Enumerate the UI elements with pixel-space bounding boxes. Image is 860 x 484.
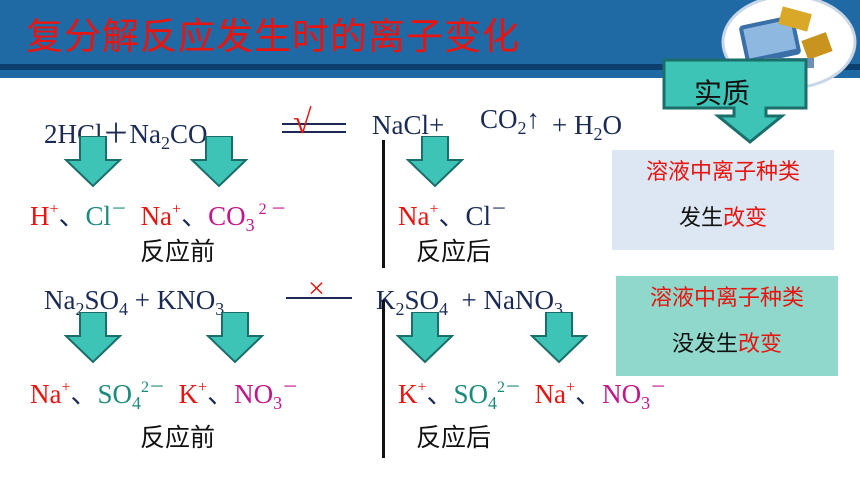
label-before-1: 反应前 bbox=[140, 237, 216, 266]
label-before-2: 反应前 bbox=[140, 423, 216, 452]
eq2-left: Na2SO4 + KNO3 bbox=[44, 285, 225, 319]
eq2-line bbox=[286, 297, 352, 299]
conclusion-box-1: 溶液中离子种类 发生改变 bbox=[612, 150, 834, 250]
down-arrow-1 bbox=[64, 136, 122, 188]
box2-line1: 溶液中离子种类 bbox=[649, 286, 804, 311]
down-arrow-7 bbox=[530, 312, 588, 364]
box1-line1: 溶液中离子种类 bbox=[645, 160, 800, 185]
eq2-right: K2SO4 + NaNO3 bbox=[376, 285, 563, 319]
title-bar-stripe bbox=[0, 64, 860, 70]
ions1-before: H+、Cl－ Na+、CO3 2 － bbox=[30, 201, 287, 235]
down-arrow-3 bbox=[406, 136, 464, 188]
conclusion-box-2: 溶液中离子种类 没发生改变 bbox=[616, 276, 838, 376]
divider-2 bbox=[382, 300, 385, 458]
slide-title: 复分解反应发生时的离子变化 bbox=[26, 15, 520, 58]
box2-line2: 没发生改变 bbox=[671, 332, 783, 357]
box1-line2: 发生改变 bbox=[678, 206, 768, 231]
eq1-equal-sign bbox=[282, 123, 346, 133]
ions2-after: K+、SO42－ Na+、NO3－ bbox=[398, 379, 667, 413]
down-arrow-2 bbox=[190, 136, 248, 188]
eq1-right-c: + H2O bbox=[552, 110, 622, 144]
eq1-right-a: NaCl+ bbox=[372, 110, 445, 140]
shizhi-callout bbox=[662, 58, 808, 144]
down-arrow-5 bbox=[206, 312, 264, 364]
ions1-after: Na+、Cl－ bbox=[398, 201, 508, 231]
ions2-before: Na+、SO42－ K+、NO3－ bbox=[30, 379, 299, 413]
label-after-2: 反应后 bbox=[416, 423, 492, 452]
down-arrow-4 bbox=[64, 312, 122, 364]
down-arrow-6 bbox=[396, 312, 454, 364]
eq1-check-mark: √ bbox=[293, 104, 312, 141]
label-after-1: 反应后 bbox=[416, 237, 492, 266]
eq2-cross-mark: × bbox=[308, 272, 325, 305]
shizhi-label: 实质 bbox=[693, 77, 750, 110]
eq1-right-b: CO2↑ bbox=[480, 104, 541, 138]
divider-1 bbox=[382, 140, 385, 268]
